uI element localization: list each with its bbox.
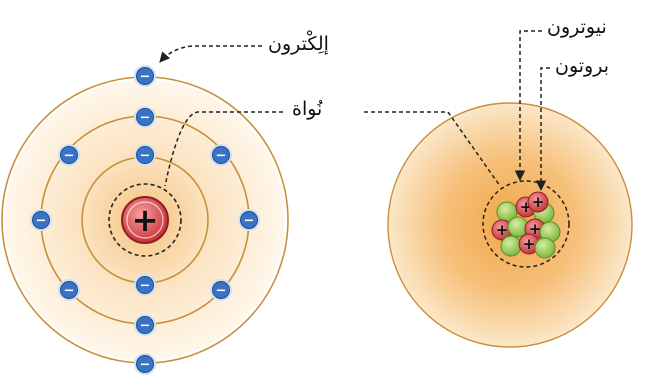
electron-leader xyxy=(159,45,262,63)
electron-minus-sign: − xyxy=(216,284,227,299)
electron-minus-sign: − xyxy=(140,149,151,164)
nucleus-leader-right xyxy=(364,111,501,187)
electron: − xyxy=(134,144,156,166)
electron: − xyxy=(134,65,156,87)
proton-plus-sign: + xyxy=(523,235,536,253)
electron: − xyxy=(134,314,156,336)
electron: − xyxy=(134,106,156,128)
bohr-model: + − − − − − − − − − − − − xyxy=(1,65,289,375)
proton-label: بروتون xyxy=(555,55,610,77)
electron: − xyxy=(210,279,232,301)
electron: − xyxy=(238,209,260,231)
electron: − xyxy=(30,209,52,231)
electron-label: إلِكْترون xyxy=(268,33,329,55)
electrons: − − − − − − − − − − − − xyxy=(30,65,260,375)
proton-particle: + xyxy=(527,191,549,213)
proton-plus-sign: + xyxy=(496,221,509,239)
proton-particle: + xyxy=(518,233,540,255)
nucleus-plus-sign: + xyxy=(132,201,159,239)
nucleus-leader-left xyxy=(164,111,283,187)
cloud-model: +++++ xyxy=(387,102,633,348)
neutron-leader xyxy=(514,30,542,182)
proton-particle: + xyxy=(491,219,513,241)
electron: − xyxy=(58,279,80,301)
electron: − xyxy=(58,144,80,166)
proton-plus-sign: + xyxy=(532,193,545,211)
electron-minus-sign: − xyxy=(64,284,75,299)
electron-minus-sign: − xyxy=(244,214,255,229)
nucleus-boundary xyxy=(108,183,182,257)
neutron-label: نيوترون xyxy=(547,16,607,38)
electron-minus-sign: − xyxy=(216,149,227,164)
electron-minus-sign: − xyxy=(140,319,151,334)
neutron-particle xyxy=(500,235,522,257)
electron: − xyxy=(210,144,232,166)
leader-lines xyxy=(159,30,550,192)
neutron-particle xyxy=(534,237,556,259)
electron-minus-sign: − xyxy=(140,358,151,373)
electron-minus-sign: − xyxy=(140,279,151,294)
proton-plus-sign: + xyxy=(529,220,542,238)
electron-cloud-edge xyxy=(387,102,633,348)
proton-leader xyxy=(535,67,550,192)
electron-minus-sign: − xyxy=(140,70,151,85)
nucleus-label: نُواة xyxy=(292,98,323,120)
small-nucleus-boundary xyxy=(482,180,570,268)
electron: − xyxy=(134,353,156,375)
electron-minus-sign: − xyxy=(140,111,151,126)
nucleus-proton: + xyxy=(121,196,169,244)
electron: − xyxy=(134,274,156,296)
nucleon-cluster: +++++ xyxy=(491,191,561,259)
electron-minus-sign: − xyxy=(64,149,75,164)
electron-minus-sign: − xyxy=(36,214,47,229)
